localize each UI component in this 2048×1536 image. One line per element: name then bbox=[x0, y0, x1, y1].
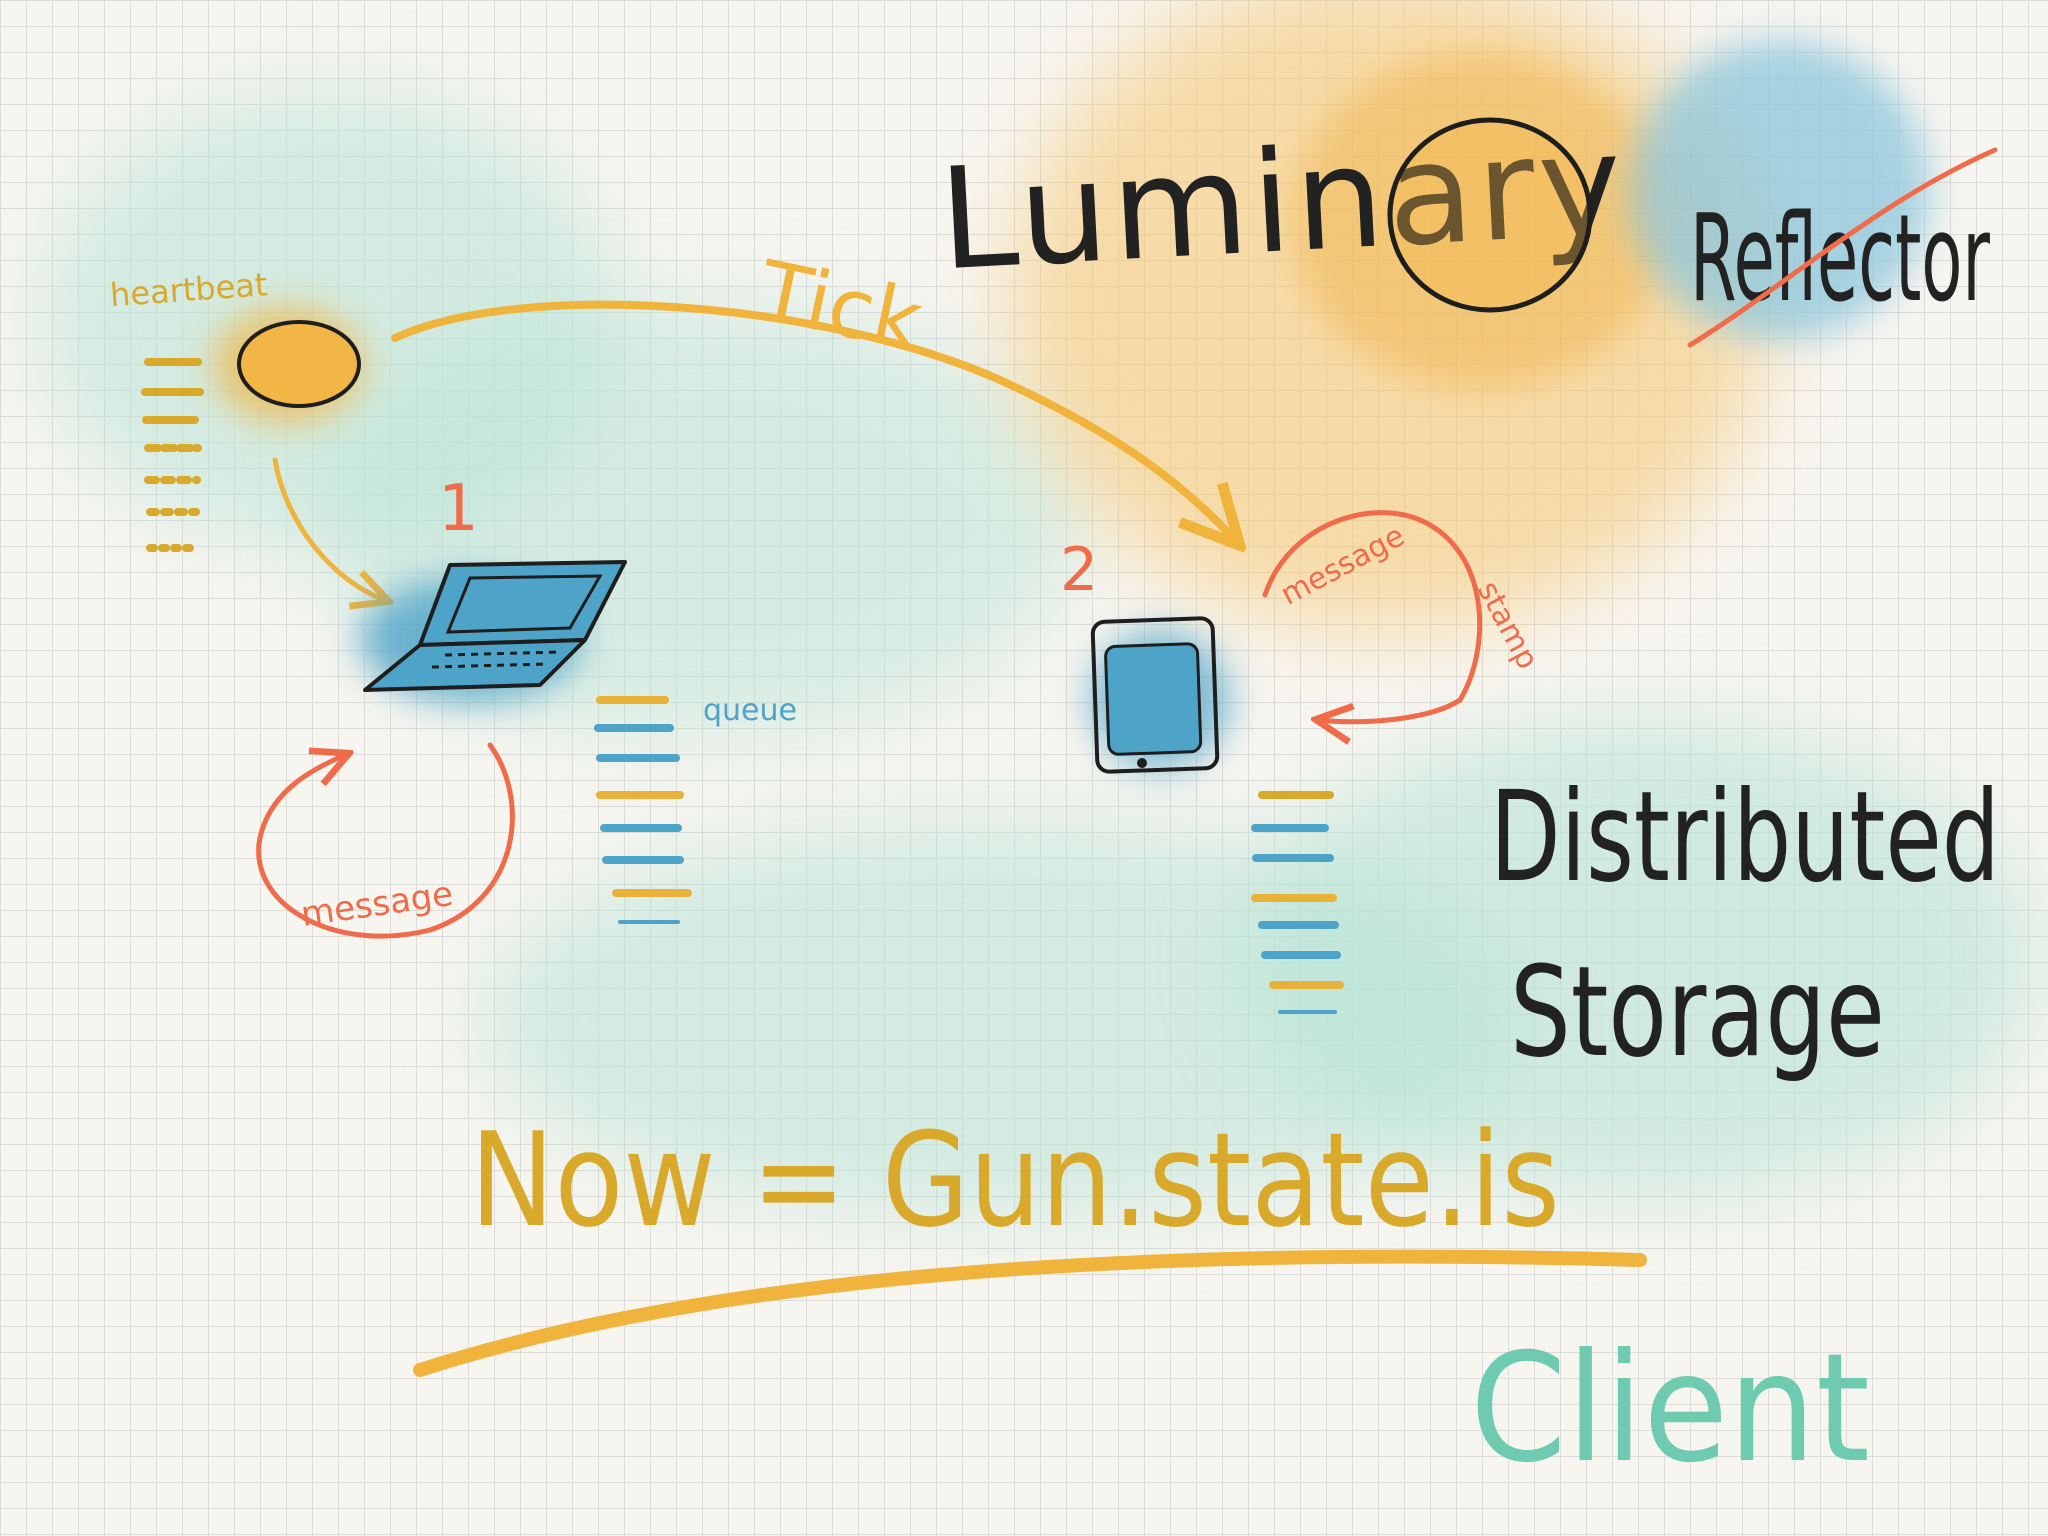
tick-arrow bbox=[391, 300, 1235, 540]
orange-wash-core bbox=[1290, 50, 1670, 390]
tablet-icon bbox=[1090, 616, 1230, 774]
storage-label: Storage bbox=[1510, 940, 1885, 1085]
step-2-label: 2 bbox=[1060, 535, 1098, 605]
formula-label: Now = Gun.state.is bbox=[470, 1104, 1560, 1256]
step-1-label: 1 bbox=[438, 472, 479, 546]
reflector-group: Reflector bbox=[1687, 147, 1998, 348]
heartbeat-dot-icon bbox=[237, 320, 361, 408]
sun-icon bbox=[1387, 117, 1593, 313]
heartbeat-to-laptop-arrow bbox=[272, 457, 385, 600]
queue-left bbox=[594, 696, 692, 924]
distributed-label: Distributed bbox=[1490, 765, 2000, 910]
queue-label: queue bbox=[703, 693, 797, 728]
title-luminary: Luminary bbox=[936, 104, 1630, 303]
reflector-label: Reflector bbox=[1690, 190, 1990, 329]
client-label: Client bbox=[1470, 1322, 1870, 1496]
heartbeat-ticks bbox=[141, 358, 204, 552]
message-stamp-loop bbox=[1262, 510, 1483, 722]
strike-through bbox=[1687, 147, 1998, 348]
message-loop-left bbox=[256, 742, 515, 939]
message-left-label: message bbox=[299, 874, 456, 935]
queue-right bbox=[1251, 791, 1344, 1014]
laptop-icon bbox=[360, 560, 627, 702]
formula-underline bbox=[413, 1249, 1647, 1377]
blue-wash-reflector bbox=[1630, 40, 1930, 340]
teal-wash-right bbox=[1240, 720, 2040, 1200]
